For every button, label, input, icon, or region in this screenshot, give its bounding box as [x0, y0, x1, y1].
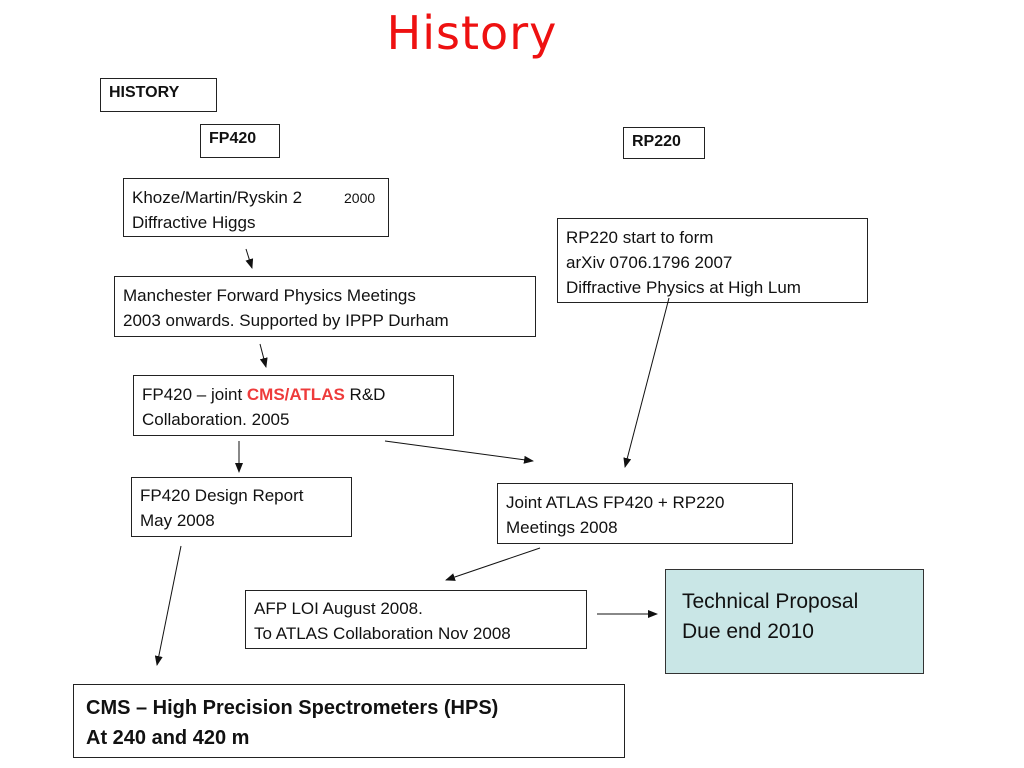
design-report-line1: FP420 Design Report	[140, 486, 304, 505]
joint-collab-box: FP420 – joint CMS/ATLAS R&D Collaboratio…	[133, 375, 454, 436]
afp-loi-box: AFP LOI August 2008. To ATLAS Collaborat…	[245, 590, 587, 649]
joint-collab-prefix: FP420 – joint	[142, 385, 247, 404]
joint-meetings-line2: Meetings 2008	[506, 518, 618, 537]
technical-proposal-line2: Due end 2010	[682, 620, 814, 643]
rp220-start-line2: arXiv 0706.1796 2007	[566, 253, 733, 272]
joint-meetings-box: Joint ATLAS FP420 + RP220 Meetings 2008	[497, 483, 793, 544]
khoze-line1: Khoze/Martin/Ryskin 2	[132, 188, 303, 207]
manchester-line2: 2003 onwards. Supported by IPPP Durham	[123, 311, 449, 330]
technical-proposal-box: Technical Proposal Due end 2010	[665, 569, 924, 674]
rp220-start-line3: Diffractive Physics at High Lum	[566, 278, 801, 297]
arrow-meetings-to-afp	[445, 547, 541, 581]
arrow-rp220-to-meetings	[623, 297, 670, 468]
cms-hps-box: CMS – High Precision Spectrometers (HPS)…	[73, 684, 625, 758]
rp220-label: RP220	[623, 127, 705, 159]
technical-proposal-line1: Technical Proposal	[682, 590, 859, 613]
joint-collab-line1: FP420 – joint CMS/ATLAS R&D	[142, 382, 453, 407]
rp220-start-line1: RP220 start to form	[566, 228, 714, 247]
design-report-line2: May 2008	[140, 511, 215, 530]
design-report-box: FP420 Design Report May 2008	[131, 477, 352, 537]
manchester-box: Manchester Forward Physics Meetings 2003…	[114, 276, 536, 337]
manchester-line1: Manchester Forward Physics Meetings	[123, 286, 416, 305]
joint-collab-suffix: R&D	[344, 385, 386, 404]
khoze-line2: Diffractive Higgs	[132, 213, 256, 232]
arrow-joint-to-meetings	[384, 440, 534, 464]
arrow-design-to-cms	[154, 545, 182, 666]
cms-atlas-highlight: CMS/ATLAS	[246, 385, 345, 404]
cms-hps-line2: At 240 and 420 m	[86, 727, 250, 749]
arrow-manchester-to-joint	[259, 343, 268, 368]
arrow-khoze-to-manchester	[245, 248, 254, 269]
khoze-box: Khoze/Martin/Ryskin 2 Diffractive Higgs	[123, 178, 389, 237]
rp220-start-box: RP220 start to form arXiv 0706.1796 2007…	[557, 218, 868, 303]
slide-title: History	[386, 6, 558, 60]
afp-loi-line2: To ATLAS Collaboration Nov 2008	[254, 624, 511, 643]
history-label: HISTORY	[100, 78, 217, 112]
cms-hps-line1: CMS – High Precision Spectrometers (HPS)	[86, 697, 499, 719]
khoze-year: 2000	[342, 190, 378, 206]
joint-collab-line2: Collaboration. 2005	[142, 410, 290, 429]
fp420-label: FP420	[200, 124, 280, 158]
afp-loi-line1: AFP LOI August 2008.	[254, 599, 423, 618]
joint-meetings-line1: Joint ATLAS FP420 + RP220	[506, 493, 725, 512]
